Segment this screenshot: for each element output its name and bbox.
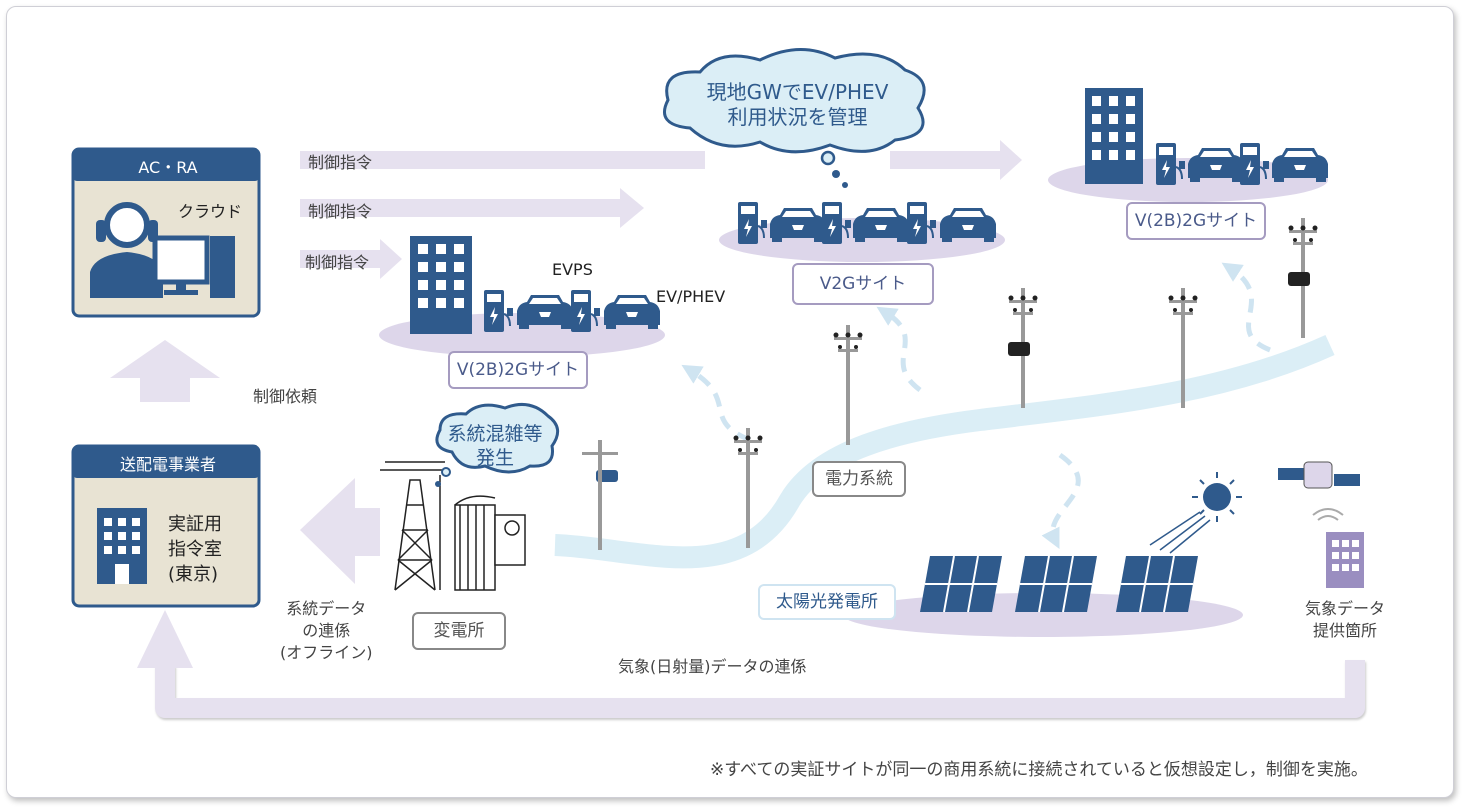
cloud-label: クラウド [178,202,243,221]
control-room-title: AC・RA [138,158,198,177]
operator-title: 送配電事業者 [119,455,216,474]
thought-bubble [663,48,926,188]
solar-plant-label: 太陽光発電所 [758,584,896,620]
footnote: ※すべての実証サイトが同一の商用系統に接続されていると仮想設定し，制御を実施。 [710,760,1368,780]
evps-label: EVPS [552,260,593,279]
v2b2g-site-right-label: V(2B)2Gサイト [1126,202,1266,240]
grid-label: 電力系統 [812,461,906,497]
ev-phev-label: EV/PHEV [656,287,726,306]
signal-icon [1312,508,1344,521]
substation-icon [380,461,526,591]
substation-label: 変電所 [412,612,506,650]
operator-panel [71,444,261,608]
request-label: 制御依頼 [253,387,318,406]
weather-link-label: 気象(日射量)データの連係 [618,657,807,676]
building-icon [1085,88,1143,184]
operator-label: 実証用指令室(東京) [168,514,222,585]
building-icon [410,236,472,334]
weather-building-icon [1326,532,1364,588]
weather-provider-label: 気象データ提供箇所 [1304,599,1385,640]
command-label-2: 制御指令 [308,202,373,221]
grid-data-label: 系統データの連係(オフライン) [280,599,373,662]
v2g-site-label: V2Gサイト [792,263,934,305]
thought-bubble-small [435,402,560,487]
congestion-bubble-text: 系統混雑等発生 [447,423,543,469]
v2b2g-site-left-label: V(2B)2Gサイト [448,351,588,389]
command-label-3: 制御指令 [305,253,370,272]
control-room-panel [71,147,261,318]
satellite-icon [1278,461,1360,489]
command-label-1: 制御指令 [308,153,373,172]
sun-icon [1149,472,1242,554]
